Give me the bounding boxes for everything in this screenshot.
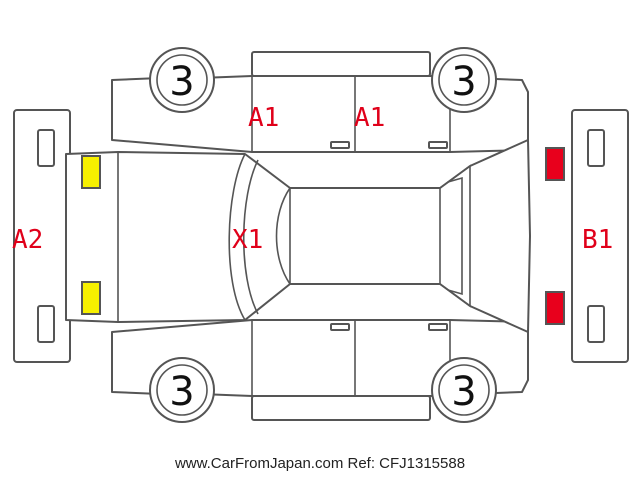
tire-rear-left-code: 3 [451,59,476,105]
reference-footer: www.CarFromJapan.com Ref: CFJ1315588 [174,455,466,472]
car-body-top-view [65,139,531,333]
tire-rear-right-code: 3 [451,369,476,415]
tire-rear-right: 3 [431,357,497,423]
bottom-side-rail [251,395,431,421]
tail-lamp-right [545,291,565,325]
tire-front-right: 3 [149,357,215,423]
tire-front-left-code: 3 [169,59,194,105]
top-side-rail [251,51,431,77]
tire-front-left: 3 [149,47,215,113]
damage-code-a2-front-bumper: A2 [12,225,43,255]
headlamp-right [81,281,101,315]
damage-code-b1-rear-bumper: B1 [582,225,613,255]
tire-rear-left: 3 [431,47,497,113]
tail-lamp-left [545,147,565,181]
damage-code-a1-front-door: A1 [248,103,279,133]
damage-code-x1-hood: X1 [232,225,263,255]
headlamp-left [81,155,101,189]
damage-code-a1-rear-door: A1 [354,103,385,133]
rear-bumper [571,109,629,363]
tire-front-right-code: 3 [169,369,194,415]
